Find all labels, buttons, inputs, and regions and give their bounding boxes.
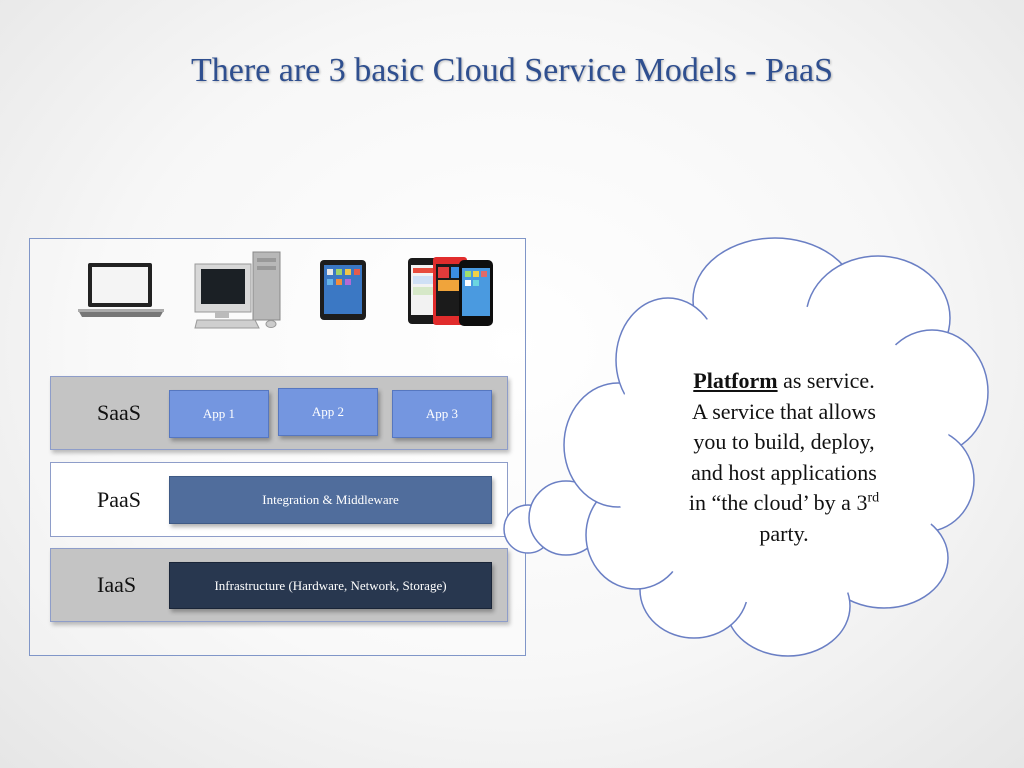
tablet-icon [320, 260, 366, 320]
laptop-icon [78, 263, 164, 317]
callout-line-3: you to build, deploy, [693, 429, 875, 454]
infrastructure-box: Infrastructure (Hardware, Network, Stora… [169, 562, 492, 609]
callout-line-2: A service that allows [692, 398, 876, 424]
saas-label: SaaS [97, 400, 141, 425]
app-3-box: App 3 [392, 390, 492, 438]
iaas-label: IaaS [97, 572, 137, 597]
callout-line-1: as service. [777, 368, 875, 393]
platform-term: Platform [693, 368, 778, 393]
callout-text: Platform as service. A service that allo… [648, 366, 920, 549]
desktop-computer-icon [194, 251, 281, 329]
callout-line-5: in “the cloud’ by a 3 [688, 490, 868, 515]
integration-middleware-box: Integration & Middleware [169, 476, 492, 524]
callout-line-6: party. [759, 520, 809, 546]
paas-label: PaaS [97, 486, 141, 512]
callout-line-4: and host applications [691, 459, 877, 485]
app-1-box: App 1 [169, 390, 269, 438]
callout-superscript: rd [867, 490, 880, 506]
slide-title: There are 3 basic Cloud Service Models -… [190, 52, 834, 89]
smartphones-icon [408, 257, 493, 326]
app-2-box: App 2 [278, 388, 378, 436]
